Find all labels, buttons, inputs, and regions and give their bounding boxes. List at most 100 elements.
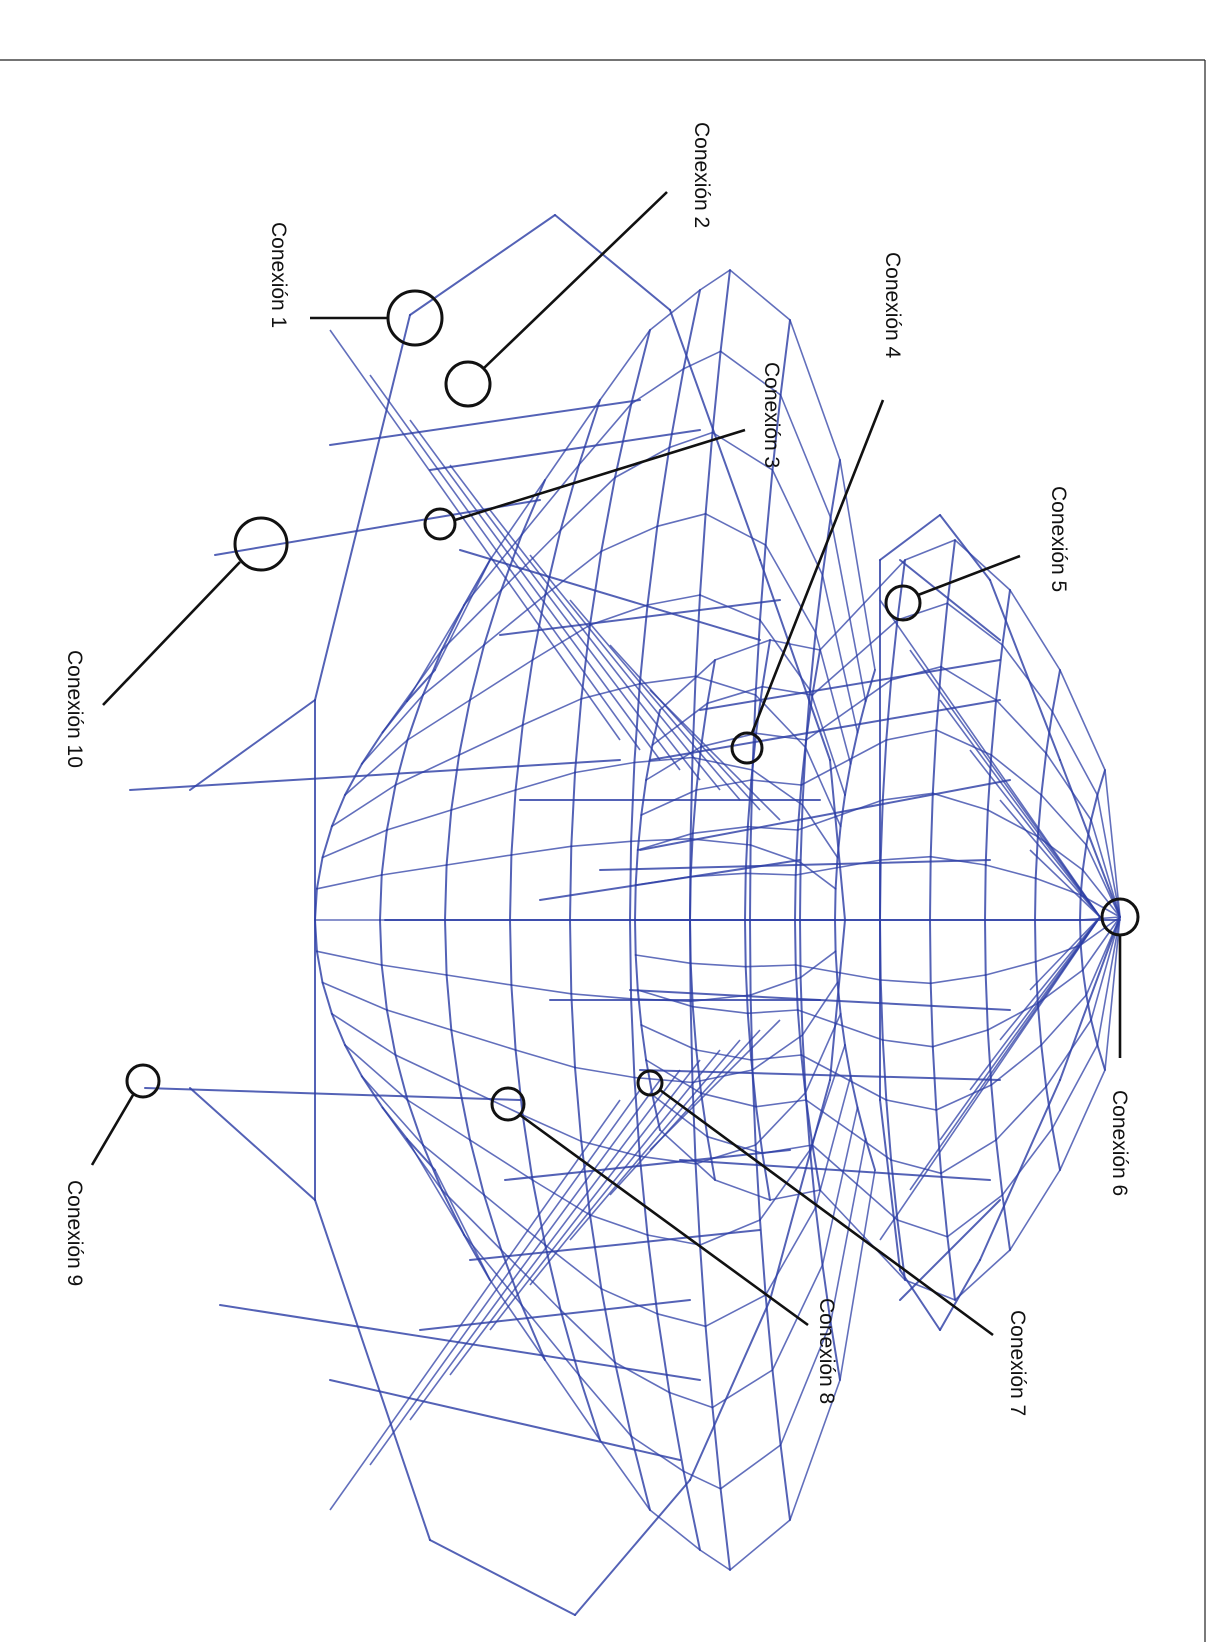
inner-ring (744, 872, 747, 921)
connection-9-marker (125, 1063, 161, 1099)
connection-7-label: Conexión 7 (1006, 1310, 1029, 1416)
dish-ring (500, 534, 523, 591)
dish-ring (829, 1321, 841, 1381)
inner-meridian (1082, 916, 1121, 971)
inner-diagonal (999, 916, 1101, 1041)
dish-brace (189, 1087, 316, 1201)
dish-meridian (500, 529, 562, 591)
inner-ring (1001, 589, 1011, 646)
dish-diagonal (449, 1069, 681, 1376)
inner-ring (1036, 1002, 1043, 1046)
inner-meridian (637, 832, 694, 851)
inner-meridian (659, 1129, 716, 1181)
dish-meridian (422, 644, 485, 696)
dish-meridian (344, 739, 409, 796)
dish-ring (799, 919, 802, 979)
dish-meridian (381, 649, 443, 733)
dish-brace (469, 1229, 761, 1261)
dish-ring (844, 762, 852, 796)
inner-meridian (882, 792, 933, 801)
inner-ring (984, 974, 989, 1031)
dish-meridian (759, 1149, 811, 1221)
inner-ring (634, 954, 639, 991)
dish-ring (379, 919, 383, 966)
dish-ring (799, 861, 802, 921)
inner-diagonal (969, 749, 1101, 918)
inner-ring (700, 702, 709, 748)
dish-diagonal (409, 419, 661, 761)
dish-ring (759, 1219, 767, 1296)
dish-meridian (631, 838, 691, 843)
inner-brace (599, 859, 991, 871)
dish-meridian (705, 1294, 766, 1328)
dish-meridian (647, 594, 701, 606)
dish-meridian (434, 1169, 491, 1281)
inner-ring (1079, 944, 1084, 971)
dish-meridian (699, 1549, 731, 1571)
inner-ring (1034, 877, 1037, 921)
dish-meridian (544, 1244, 602, 1290)
dish-ring (514, 1049, 524, 1116)
inner-ring (931, 729, 938, 795)
dish-meridian (522, 698, 582, 726)
inner-diagonal (969, 916, 1101, 1091)
inner-meridian (637, 989, 694, 1008)
inner-meridian (696, 779, 752, 791)
dish-ring (380, 964, 388, 1011)
inner-meridian (1040, 994, 1087, 1046)
dish-meridian (386, 1009, 452, 1031)
inner-meridian (930, 974, 986, 985)
inner-ring (885, 679, 893, 741)
inner-meridian (714, 639, 771, 661)
wireframe-structure (129, 214, 1121, 1616)
connection-5-marker (884, 584, 922, 622)
inner-meridian (769, 1189, 821, 1201)
dish-ring (656, 1312, 671, 1394)
dish-meridian (446, 854, 512, 866)
inner-meridian (795, 964, 881, 981)
inner-ring (634, 884, 637, 921)
dish-meridian (381, 864, 447, 876)
connection-4-callout: Conexión 4 (730, 252, 904, 765)
inner-outline (1059, 916, 1121, 1081)
dish-meridian (446, 974, 512, 986)
dish-ring (469, 644, 486, 701)
dish-ring (704, 431, 714, 515)
dish-ring (514, 724, 524, 791)
inner-ring (761, 1152, 771, 1201)
dish-meridian (451, 789, 516, 811)
dish-meridian (344, 1044, 409, 1101)
inner-meridian (932, 1029, 989, 1048)
dish-ring (600, 476, 616, 553)
dish-ring (510, 984, 517, 1051)
dish-ring (445, 974, 453, 1031)
dish-ring (589, 550, 603, 626)
inner-ring (984, 864, 987, 921)
dish-diagonal (569, 1039, 741, 1241)
dish-meridian (829, 517, 867, 702)
inner-ring (1096, 769, 1106, 796)
dish-meridian (515, 1049, 576, 1069)
dish-ring (444, 864, 448, 921)
inner-meridian (1104, 769, 1121, 918)
dish-meridian (692, 756, 753, 771)
inner-ring (805, 1099, 814, 1146)
inner-ring (640, 1024, 648, 1061)
dish-brace (129, 759, 621, 791)
connection-3-leader (454, 428, 746, 522)
inner-ring (706, 659, 716, 705)
dish-meridian (683, 350, 721, 370)
dish-ring (321, 981, 333, 1015)
connection-4-label: Conexión 4 (881, 252, 904, 359)
dish-meridian (690, 838, 751, 846)
dish-ring (569, 845, 573, 921)
dish-meridian (839, 459, 876, 671)
dish-ring (385, 1009, 397, 1056)
inner-ring (990, 699, 998, 756)
dish-meridian (639, 675, 696, 685)
dish-diagonal (409, 1079, 661, 1421)
dish-ring (699, 512, 707, 596)
inner-ring (1085, 994, 1093, 1021)
inner-meridian (990, 754, 1042, 796)
dish-meridian (720, 1444, 782, 1490)
